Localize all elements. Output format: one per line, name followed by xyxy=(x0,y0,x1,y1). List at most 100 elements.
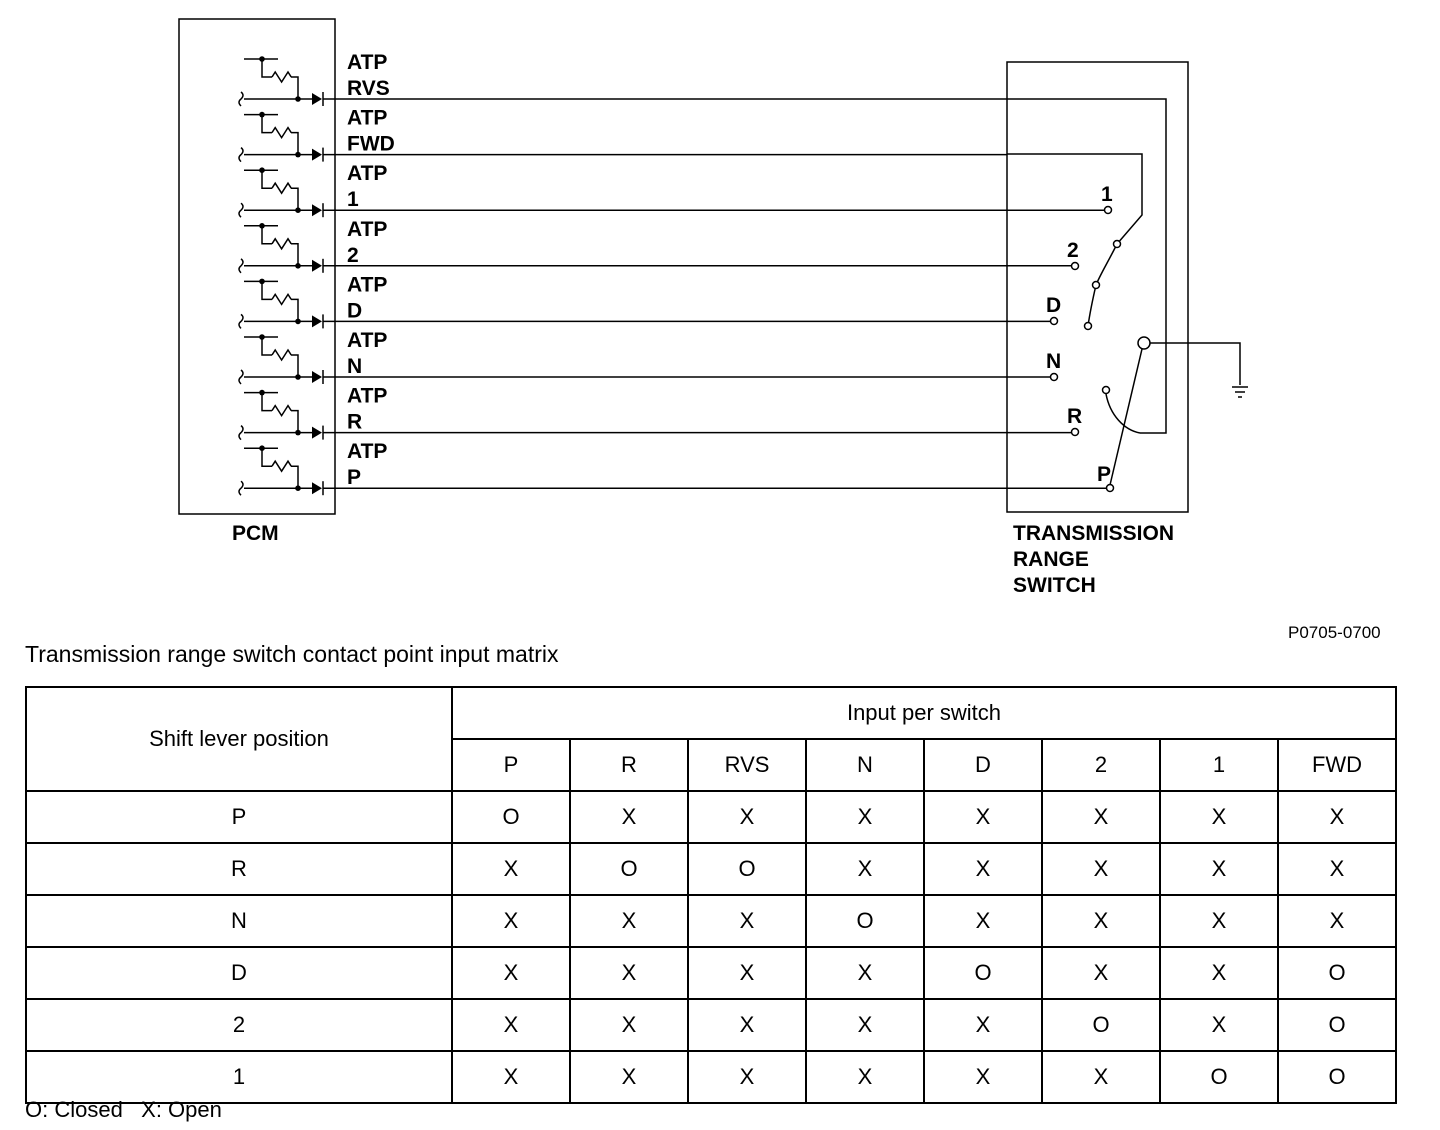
column-header: R xyxy=(569,738,689,792)
pcm-circuit xyxy=(238,445,324,496)
contact-label-d: D xyxy=(1046,294,1061,317)
circuit-label-line-2: RVS xyxy=(347,77,390,100)
diode-symbol xyxy=(312,148,322,161)
resistor-symbol xyxy=(271,404,292,417)
resistor-symbol xyxy=(271,348,292,362)
circuit-label-line-1: ATP xyxy=(347,218,387,241)
contact-label-n: N xyxy=(1046,350,1061,373)
contact-state-cell: X xyxy=(569,1050,689,1104)
resistor-symbol xyxy=(271,237,292,251)
pcm-circuits xyxy=(238,56,1106,496)
contact-state-cell: X xyxy=(1041,1050,1161,1104)
junction-dot xyxy=(295,318,301,325)
fwd-contact-point xyxy=(1112,239,1122,249)
contact-state-cell: O xyxy=(1277,1050,1397,1104)
contact-state-cell: X xyxy=(805,842,925,896)
pcm-circuit xyxy=(238,56,324,107)
contact-state-cell: X xyxy=(451,1050,571,1104)
shift-lever-position-cell: P xyxy=(25,790,453,844)
junction-dot xyxy=(259,111,265,118)
resistor-symbol xyxy=(271,126,292,139)
trs-label-line-1: TRANSMISSION xyxy=(1013,522,1174,545)
junction-dot xyxy=(295,207,301,213)
pcm-circuit xyxy=(238,278,324,329)
contact-state-cell: X xyxy=(569,998,689,1052)
pcm-circuit xyxy=(238,111,324,163)
contact-state-cell: X xyxy=(1277,790,1397,844)
fwd-contact-point-2 xyxy=(1091,280,1101,290)
pcm-label: PCM xyxy=(232,522,279,545)
fwd-contact-point-3 xyxy=(1083,321,1093,331)
contact-state-cell: O xyxy=(451,790,571,844)
matrix-title: Transmission range switch contact point … xyxy=(25,641,559,667)
diode-symbol xyxy=(312,259,322,272)
n-return-arc xyxy=(1105,393,1141,434)
contact-state-cell: X xyxy=(687,790,807,844)
contact-state-cell: O xyxy=(1277,998,1397,1052)
shift-lever-position-cell: 1 xyxy=(25,1050,453,1104)
contact-state-cell: X xyxy=(687,1050,807,1104)
column-header: D xyxy=(923,738,1043,792)
diode-symbol xyxy=(312,371,322,383)
column-header: N xyxy=(805,738,925,792)
circuit-label-line-1: ATP xyxy=(347,385,387,408)
contact-state-cell: X xyxy=(1159,842,1279,896)
column-header: RVS xyxy=(687,738,807,792)
circuit-label-line-1: ATP xyxy=(347,51,387,74)
contact-state-cell: O xyxy=(1277,946,1397,1000)
group-header: Input per switch xyxy=(451,686,1397,740)
resistor-symbol xyxy=(271,459,292,473)
contact-state-cell: X xyxy=(923,842,1043,896)
circuit-label-line-1: ATP xyxy=(347,107,387,130)
contact-label-r: R xyxy=(1067,405,1082,428)
contact-2 xyxy=(1070,261,1080,271)
column-header: 2 xyxy=(1041,738,1161,792)
circuit-label-line-1: ATP xyxy=(347,162,387,185)
contact-1 xyxy=(1103,205,1113,215)
wiring-diagram: PCM ATPRVSATPFWDATP1ATP2ATPDATPNATPRATPP… xyxy=(178,18,1381,640)
contact-state-cell: X xyxy=(1277,894,1397,948)
contact-state-cell: X xyxy=(1041,842,1161,896)
contact-state-cell: X xyxy=(687,894,807,948)
column-header: P xyxy=(451,738,571,792)
column-header: 1 xyxy=(1159,738,1279,792)
contact-d xyxy=(1049,316,1059,326)
junction-dot xyxy=(295,96,301,102)
resistor-symbol xyxy=(271,293,292,306)
contact-state-cell: O xyxy=(923,946,1043,1000)
contact-state-cell: X xyxy=(1159,790,1279,844)
circuit-label-line-2: D xyxy=(347,299,362,322)
junction-dot xyxy=(295,429,301,436)
contact-state-cell: X xyxy=(1159,946,1279,1000)
circuit-label-line-2: P xyxy=(347,466,361,489)
contact-state-cell: O xyxy=(1159,1050,1279,1104)
pcm-circuit xyxy=(238,389,324,441)
contact-state-cell: X xyxy=(451,998,571,1052)
contact-label-2: 2 xyxy=(1067,239,1079,262)
circuit-label-line-1: ATP xyxy=(347,329,387,352)
contact-state-cell: X xyxy=(923,1050,1043,1104)
shift-lever-position-cell: N xyxy=(25,894,453,948)
pcm-circuit xyxy=(238,334,324,385)
trs-box xyxy=(1006,61,1189,513)
contact-state-cell: O xyxy=(687,842,807,896)
contact-state-cell: X xyxy=(805,998,925,1052)
circuit-label-line-2: FWD xyxy=(347,133,395,156)
contact-state-cell: X xyxy=(805,1050,925,1104)
contact-state-cell: X xyxy=(1159,998,1279,1052)
contact-state-cell: O xyxy=(569,842,689,896)
contact-state-cell: X xyxy=(451,894,571,948)
contact-point-matrix: Shift lever position Input per switch P … xyxy=(25,686,1397,1104)
contact-label-p: P xyxy=(1097,463,1111,486)
contact-state-cell: X xyxy=(687,946,807,1000)
pcm-circuit xyxy=(238,167,324,218)
matrix-legend: O: Closed X: Open xyxy=(25,1097,222,1122)
contact-state-cell: X xyxy=(569,790,689,844)
contact-state-cell: X xyxy=(805,790,925,844)
pivot-terminal xyxy=(1137,336,1151,350)
fwd-wire xyxy=(1007,153,1143,245)
